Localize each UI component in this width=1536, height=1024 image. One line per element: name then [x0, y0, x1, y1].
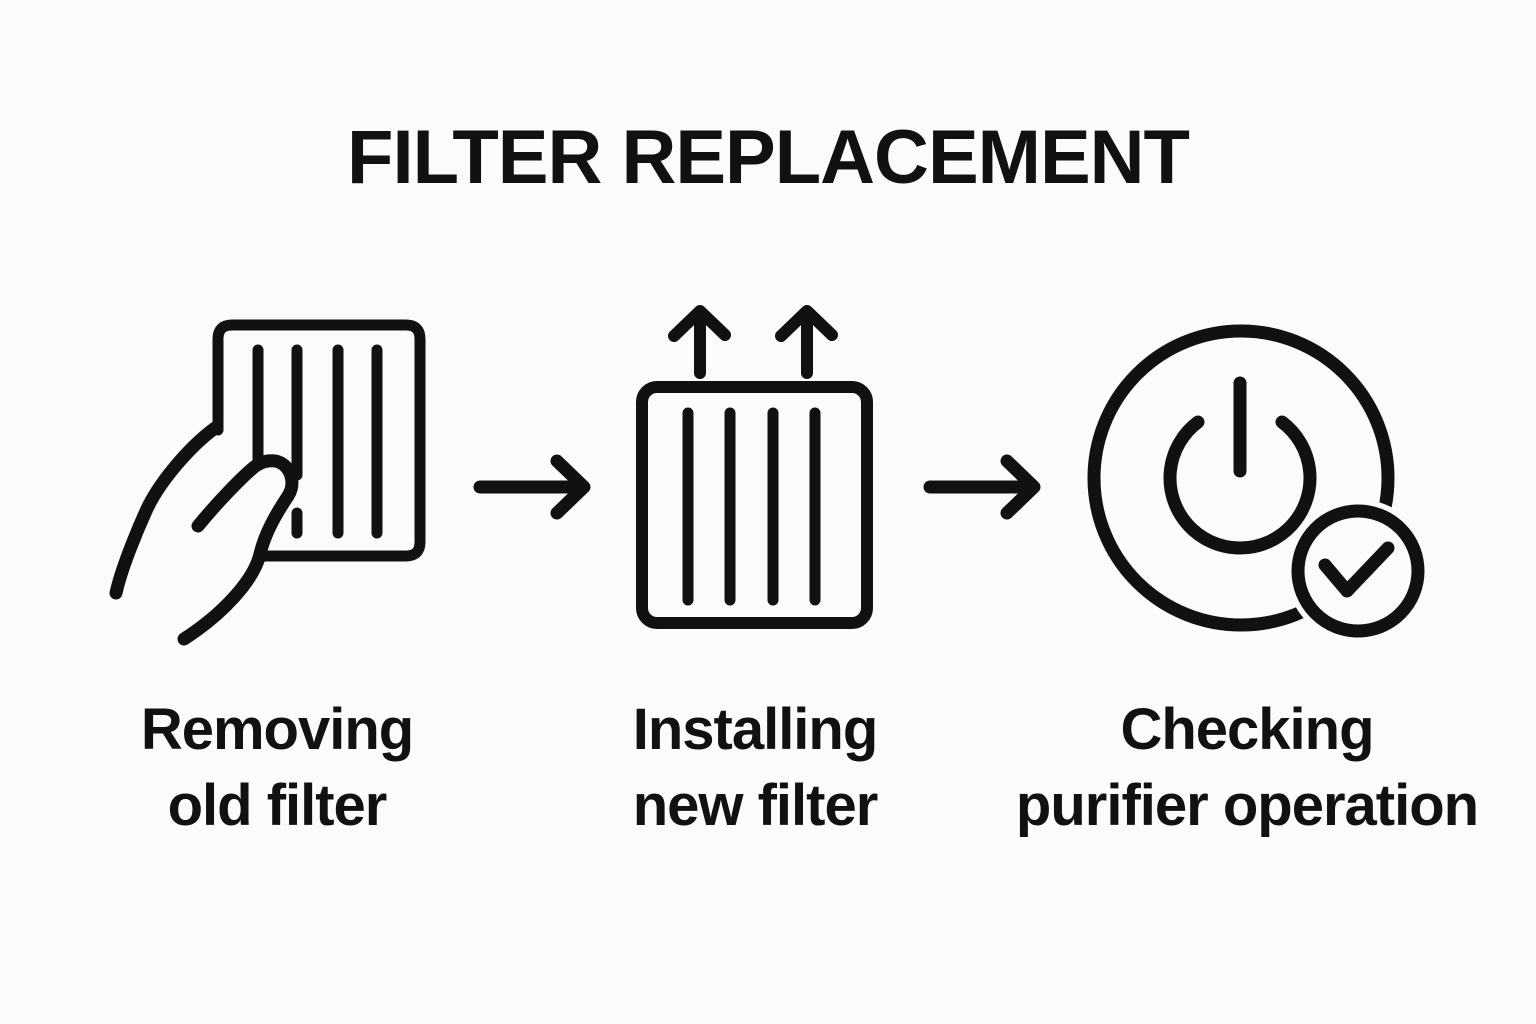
step-caption-removing-old-filter: Removing old filter: [77, 692, 477, 844]
check-icon: [1318, 541, 1395, 598]
arrow-head: [1000, 454, 1041, 520]
caption-line: Removing: [140, 697, 414, 762]
up-arrow-icon: [668, 305, 731, 379]
right-arrow-icon: [915, 440, 1045, 535]
check-badge-circle: [1291, 504, 1425, 638]
step-caption-installing-new-filter: Installing new filter: [555, 692, 955, 844]
right-arrow-icon: [465, 440, 595, 535]
caption-line: purifier operation: [1015, 773, 1479, 838]
power-icon: [1163, 415, 1317, 555]
caption-line: Checking: [1120, 697, 1374, 762]
page-title: FILTER REPLACEMENT: [347, 115, 1190, 200]
arrow-head: [550, 454, 591, 520]
filter-slats: [682, 407, 821, 606]
step-caption-checking-purifier-operation: Checking purifier operation: [977, 692, 1517, 844]
power-button-check-icon: [1080, 310, 1435, 650]
up-arrow-icon: [775, 305, 838, 379]
hand-thumb-line: [177, 454, 299, 646]
filter-slats: [252, 344, 383, 539]
filter-with-up-arrows-icon: [620, 290, 900, 640]
device-circle: [1087, 324, 1395, 632]
filter-outline: [636, 381, 873, 629]
filter-outline: [212, 319, 426, 562]
caption-line: Installing: [632, 697, 879, 762]
hand-back-line: [109, 421, 222, 600]
hand-removing-filter-icon: [90, 300, 450, 660]
caption-line: old filter: [167, 773, 388, 838]
caption-line: new filter: [632, 773, 879, 838]
